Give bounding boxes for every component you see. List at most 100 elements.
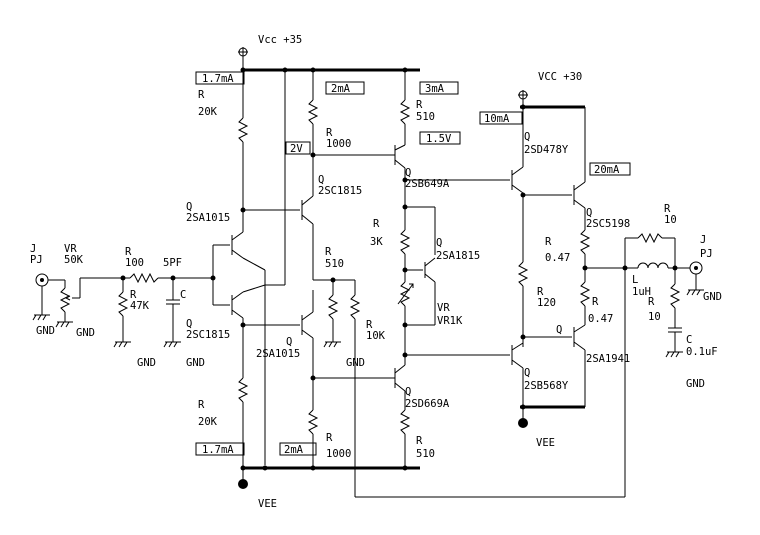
voltage-label-2v: 2V bbox=[290, 143, 303, 155]
r510-bot-label: R bbox=[416, 435, 423, 447]
vcc35-symbol bbox=[238, 47, 248, 70]
q10-value: 2SA1941 bbox=[586, 353, 630, 365]
current-box-3 bbox=[419, 81, 459, 95]
r1000-bot-label: R bbox=[326, 432, 333, 444]
q3-label: Q bbox=[318, 174, 324, 186]
input-volume-pot bbox=[48, 277, 130, 322]
voltage-label-1p5v: 1.5V bbox=[426, 133, 452, 145]
resistor-510-bottom bbox=[399, 409, 411, 468]
transistor-q6-2sa1815 bbox=[405, 257, 436, 325]
vr50k-value: 50K bbox=[64, 254, 84, 266]
transistor-q2-2sc1815 bbox=[231, 284, 266, 330]
q7-value: 2SD669A bbox=[405, 398, 450, 410]
ground-symbol bbox=[55, 321, 73, 328]
q11-value: 2SB568Y bbox=[524, 380, 569, 392]
input-jack-pj: PJ bbox=[30, 254, 43, 266]
current-label-3: 3mA bbox=[425, 83, 445, 95]
r20k-top-value: 20K bbox=[198, 106, 218, 118]
q9-value: 2SC5198 bbox=[586, 218, 630, 230]
q3-value: 2SC1815 bbox=[318, 185, 362, 197]
transistor-q10-2sa1941 bbox=[573, 324, 586, 407]
current-label-2-bot: 2mA bbox=[284, 444, 304, 456]
output-jack-pj: PJ bbox=[700, 248, 713, 260]
transistor-q9-2sc5198 bbox=[573, 107, 586, 230]
current-box-2-bot bbox=[279, 442, 317, 456]
inductor-1uh bbox=[625, 262, 690, 269]
input-cap-label: C bbox=[180, 289, 186, 301]
transistor-q4-2sa1015 bbox=[301, 290, 314, 378]
r047b-value: 0.47 bbox=[588, 313, 613, 325]
r100-value: 100 bbox=[125, 257, 144, 269]
gnd-label-4: GND bbox=[186, 357, 205, 369]
r10-top-label: R bbox=[664, 203, 671, 215]
r047a-label: R bbox=[545, 236, 552, 248]
zobel-cap-label: C bbox=[686, 334, 692, 346]
q6-value: 2SA1815 bbox=[436, 250, 480, 262]
transistor-q5-2sb649a bbox=[394, 144, 406, 230]
transistor-q3-2sc1815 bbox=[301, 155, 314, 240]
resistor-20k-top bbox=[237, 70, 249, 210]
voltage-box-2v bbox=[285, 141, 311, 155]
r120-value: 120 bbox=[537, 297, 556, 309]
resistor-1000-top bbox=[307, 70, 319, 155]
r047b-label: R bbox=[592, 296, 599, 308]
r10-bot-value: 10 bbox=[648, 311, 661, 323]
transistor-q1-2sa1015 bbox=[231, 210, 266, 271]
inductor-label: L bbox=[632, 274, 638, 286]
r120-label: R bbox=[537, 286, 544, 298]
current-box-1p7-bot bbox=[195, 442, 245, 456]
r1000-top-value: 1000 bbox=[326, 138, 351, 150]
q8-value: 2SD478Y bbox=[524, 144, 569, 156]
resistor-0p47-top bbox=[579, 229, 591, 282]
resistor-10k bbox=[349, 280, 625, 498]
resistor-120 bbox=[517, 261, 529, 347]
output-jack bbox=[686, 261, 704, 296]
q5-value: 2SB649A bbox=[405, 178, 450, 190]
r510-mid-value: 510 bbox=[325, 258, 344, 270]
vee-right-terminal bbox=[518, 418, 528, 428]
current-label-1p7-bot: 1.7mA bbox=[202, 444, 234, 456]
r10k-value: 10K bbox=[366, 330, 386, 342]
vr50k-label: VR bbox=[64, 243, 77, 255]
ground-symbol bbox=[32, 314, 50, 321]
r20k-top-label: R bbox=[198, 89, 205, 101]
r100-label: R bbox=[125, 246, 132, 258]
gnd-label-2: GND bbox=[76, 327, 95, 339]
output-jack-j: J bbox=[700, 234, 706, 246]
resistor-0p47-bottom bbox=[579, 281, 591, 325]
q10-label: Q bbox=[556, 324, 562, 336]
resistor-100 bbox=[129, 272, 213, 284]
junction-dots bbox=[120, 67, 678, 471]
q4-value: 2SA1015 bbox=[256, 348, 300, 360]
r20k-bot-label: R bbox=[198, 399, 205, 411]
zobel-capacitor bbox=[665, 327, 683, 358]
input-capacitor bbox=[163, 278, 181, 348]
r47k-value: 47K bbox=[130, 300, 150, 312]
r047a-value: 0.47 bbox=[545, 252, 570, 264]
r1000-top-label: R bbox=[326, 127, 333, 139]
vee-right-label: VEE bbox=[536, 437, 555, 449]
q1-value: 2SA1015 bbox=[186, 212, 230, 224]
transistor-q7-2sd669a bbox=[394, 355, 406, 410]
q2-label: Q bbox=[186, 318, 192, 330]
r1000-bot-value: 1000 bbox=[326, 448, 351, 460]
r10k-label: R bbox=[366, 319, 373, 331]
current-label-2-top: 2mA bbox=[331, 83, 351, 95]
resistor-510-mid bbox=[323, 280, 341, 348]
r3k-value: 3K bbox=[370, 236, 383, 248]
r47k-label: R bbox=[130, 289, 137, 301]
gnd-label-3: GND bbox=[137, 357, 156, 369]
vee-left-terminal bbox=[238, 479, 248, 489]
resistor-10-parallel bbox=[624, 232, 676, 268]
current-label-1p7-top: 1.7mA bbox=[202, 73, 234, 85]
vr1k-label: VR bbox=[437, 302, 450, 314]
resistor-1000-bottom bbox=[307, 378, 319, 468]
transistor-q11-2sb568y bbox=[511, 342, 524, 407]
vr1k-value: VR1K bbox=[437, 315, 463, 327]
resistor-10-zobel bbox=[669, 268, 681, 328]
voltage-box-1p5v bbox=[419, 131, 461, 145]
current-box-1p7-top bbox=[195, 71, 245, 85]
q1-label: Q bbox=[186, 201, 192, 213]
